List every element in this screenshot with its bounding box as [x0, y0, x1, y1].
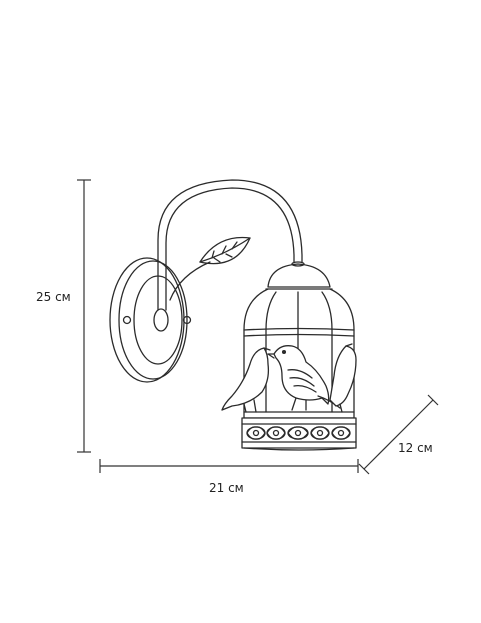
bird-right-icon	[329, 343, 357, 413]
width-dimension	[99, 459, 359, 473]
cage-cap	[265, 261, 333, 290]
wall-backplate	[109, 257, 192, 383]
lamp-arm	[157, 179, 303, 311]
depth-label: 12 см	[398, 441, 433, 455]
height-label: 25 см	[36, 290, 71, 304]
ornament-motif	[266, 426, 286, 440]
screw-right-icon	[182, 315, 192, 325]
bird-left-icon	[221, 347, 271, 413]
lamp	[109, 179, 357, 451]
ornament-motif	[287, 426, 309, 440]
bird-center-icon	[267, 345, 341, 411]
ornament-motif	[310, 426, 330, 440]
depth-dimension-line	[363, 399, 434, 470]
width-label: 21 см	[209, 481, 244, 495]
ornament-motif	[331, 426, 351, 440]
cage-base-ornament	[241, 417, 357, 451]
ornament-motif	[246, 426, 266, 440]
depth-dimension-tick-bottom	[358, 463, 370, 475]
depth-dimension-tick-top	[427, 394, 439, 406]
screw-left-icon	[122, 315, 132, 325]
depth-dimension	[358, 394, 439, 475]
height-dimension	[77, 179, 91, 453]
leaf-ornament	[199, 236, 251, 265]
